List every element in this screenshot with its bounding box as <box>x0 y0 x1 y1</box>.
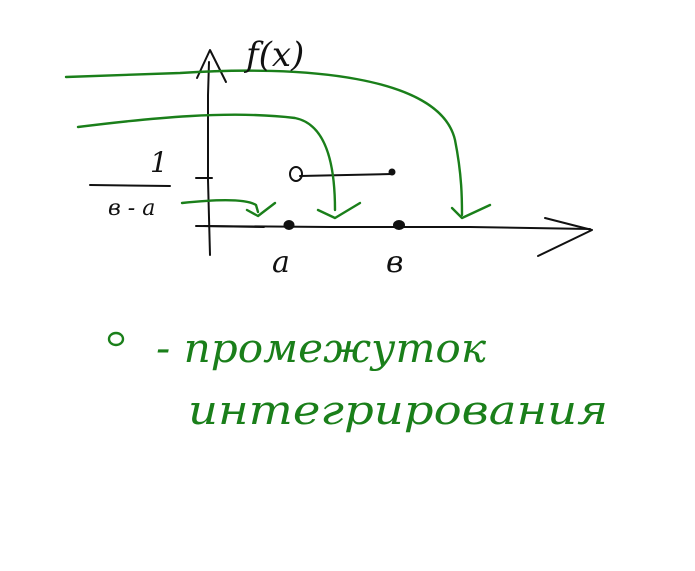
green-arrow-long <box>64 69 464 217</box>
x-axis-arrow <box>537 217 593 257</box>
legend-line-1: - промежуток <box>156 326 486 372</box>
y-axis-label: f(x) <box>243 35 304 75</box>
legend-line-2: интегрирования <box>188 388 608 434</box>
green-arrow-mid-head <box>316 201 362 220</box>
point-b-dot <box>393 220 405 230</box>
x-label-a: a <box>272 245 290 280</box>
y-axis-arrow <box>196 49 227 83</box>
green-arrow-short-head <box>245 201 277 218</box>
legend-dot <box>107 331 125 347</box>
fraction-denominator: в - а <box>108 196 155 221</box>
y-axis <box>207 61 211 256</box>
fraction-bar <box>89 184 171 187</box>
tick-label-one: 1 <box>150 146 168 179</box>
point-a-dot <box>283 220 295 230</box>
thick-segment <box>203 225 265 228</box>
x-label-b: в <box>386 245 403 280</box>
upper-closed-dot <box>388 168 396 176</box>
green-arrow-mid <box>76 113 337 212</box>
green-arrow-short <box>180 199 260 214</box>
function-segment <box>299 173 393 177</box>
upper-open-dot <box>289 166 303 182</box>
green-arrow-long-head <box>450 203 492 220</box>
